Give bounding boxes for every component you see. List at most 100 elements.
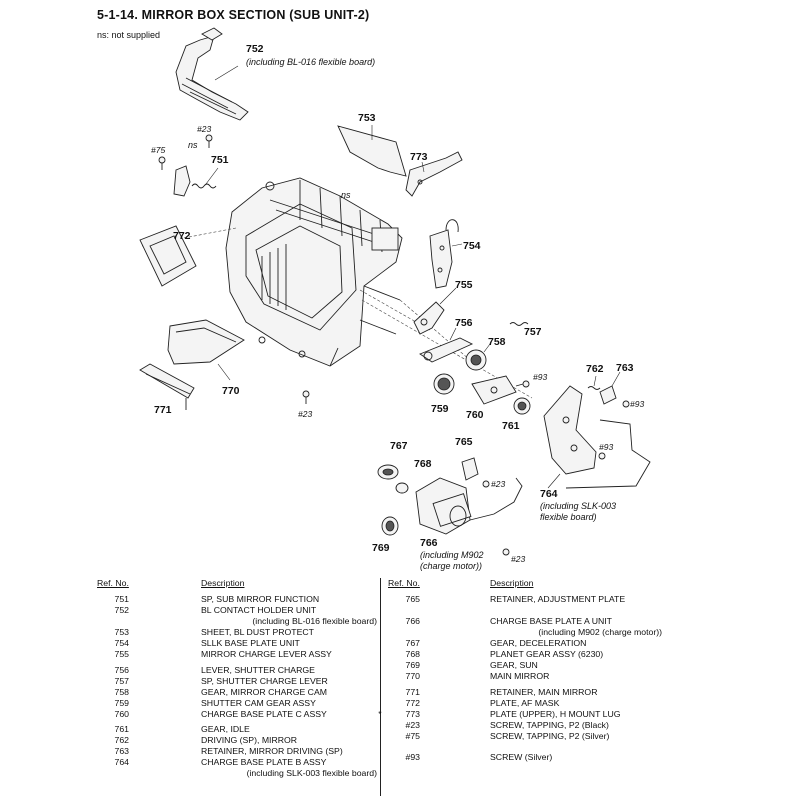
part-765-adjustment-retainer	[461, 457, 479, 481]
ns-label: ns	[341, 190, 351, 200]
part-description: PLATE, AF MASK	[490, 698, 560, 708]
table-separator	[380, 578, 381, 796]
callout-768: 768	[414, 458, 432, 470]
dash-772	[141, 227, 237, 247]
part-description: RETAINER, MAIN MIRROR	[490, 687, 598, 697]
ref-number: #75	[405, 731, 421, 741]
part-ns-bracket	[173, 165, 191, 197]
part-description: BL CONTACT HOLDER UNIT	[201, 605, 317, 615]
part-761-idle-gear	[513, 397, 531, 415]
callout-756: 756	[455, 317, 473, 329]
part-description: MIRROR CHARGE LEVER ASSY	[201, 649, 332, 659]
part-description: PLANET GEAR ASSY (6230)	[490, 649, 604, 659]
part-760-base-plate-c	[471, 375, 517, 405]
part-758-cam-gear	[465, 349, 487, 371]
ref-number: 752	[114, 605, 130, 615]
header-description: Description	[490, 578, 534, 588]
part-753-dust-sheet	[337, 125, 407, 177]
not-supplied-note: ns: not supplied	[97, 30, 161, 40]
callout-752-note: (including BL-016 flexible board)	[246, 57, 375, 67]
callout-766: 766	[420, 537, 438, 549]
part-description: SP, SHUTTER CHARGE LEVER	[201, 676, 328, 686]
callout-758: 758	[488, 336, 506, 348]
callout-755: 755	[455, 279, 473, 291]
screw-93-icon	[515, 380, 530, 388]
ref-number: 753	[114, 627, 130, 637]
callout-753: 753	[358, 112, 376, 124]
screw-23-icon	[302, 390, 310, 404]
leader-758	[483, 343, 491, 353]
ref-number: 767	[405, 638, 421, 648]
ref-number: 751	[114, 594, 130, 604]
leader-754	[451, 243, 463, 247]
ref-number: 755	[114, 649, 130, 659]
part-description: LEVER, SHUTTER CHARGE	[201, 665, 315, 675]
mirror-box-body	[225, 177, 403, 367]
screw-label-75: #75	[151, 145, 165, 155]
part-description: SHUTTER CAM GEAR ASSY	[201, 698, 316, 708]
ref-number: 770	[405, 671, 421, 681]
ref-number: #23	[405, 720, 421, 730]
leader-763	[611, 371, 621, 387]
callout-764-note-1: (including SLK-003	[540, 501, 616, 511]
part-description: GEAR, DECELERATION	[490, 638, 587, 648]
part-759-shutter-cam-gear	[433, 373, 455, 395]
part-description: CHARGE BASE PLATE A UNIT	[490, 616, 612, 626]
screw-label-23: #23	[298, 409, 312, 419]
part-description: GEAR, MIRROR CHARGE CAM	[201, 687, 327, 697]
callout-763: 763	[616, 362, 634, 374]
part-754-sllk-plate	[429, 219, 459, 289]
callout-773: 773	[410, 151, 428, 163]
part-773-upper-plate	[405, 151, 463, 197]
ref-number: #93	[405, 752, 421, 762]
screw-label-23: #23	[511, 554, 525, 564]
part-771-retainer	[139, 363, 195, 410]
screw-23-icon	[502, 548, 510, 556]
part-description: SCREW (Silver)	[490, 752, 553, 762]
callout-762: 762	[586, 363, 604, 375]
part-description: SP, SUB MIRROR FUNCTION	[201, 594, 320, 604]
part-description-note: (including SLK-003 flexible board)	[246, 768, 377, 778]
part-description: DRIVING (SP), MIRROR	[201, 735, 298, 745]
part-description: RETAINER, MIRROR DRIVING (SP)	[201, 746, 343, 756]
part-763-retainer	[599, 385, 617, 405]
leader-770	[217, 363, 231, 381]
dash-axis-2	[361, 299, 533, 399]
exploded-view-diagram: 752 (including BL-016 flexible board) 75…	[139, 27, 651, 571]
ns-label: ns	[188, 140, 198, 150]
callout-769: 769	[372, 542, 390, 554]
callout-761: 761	[502, 420, 520, 432]
part-756-shutter-lever	[419, 337, 474, 363]
ref-number: 758	[114, 687, 130, 697]
part-767-deceleration-gear	[377, 464, 399, 480]
callout-767: 767	[390, 440, 408, 452]
callout-771: 771	[154, 404, 172, 416]
callout-765: 765	[455, 436, 473, 448]
screw-23-icon	[482, 480, 490, 488]
screw-label-93: #93	[599, 442, 613, 452]
ref-number: 769	[405, 660, 421, 670]
part-766-base-plate-a	[415, 477, 523, 535]
ref-number: 760	[114, 709, 130, 719]
screw-label-23: #23	[197, 124, 211, 134]
part-755-charge-lever	[413, 301, 445, 335]
part-description: CHARGE BASE PLATE B ASSY	[201, 757, 327, 767]
ref-number: 768	[405, 649, 421, 659]
header-description: Description	[201, 578, 245, 588]
ref-number: 766	[405, 616, 421, 626]
part-description: CHARGE BASE PLATE C ASSY	[201, 709, 327, 719]
screw-label-93: #93	[533, 372, 547, 382]
part-769-sun-gear	[381, 516, 399, 536]
page-title: 5-1-14. MIRROR BOX SECTION (SUB UNIT-2)	[97, 8, 370, 22]
callout-764-note-2: flexible board)	[540, 512, 597, 522]
ref-number: 763	[114, 746, 130, 756]
screw-label-23: #23	[491, 479, 505, 489]
callout-754: 754	[463, 240, 481, 252]
ref-number: 756	[114, 665, 130, 675]
screw-label-93: #93	[630, 399, 644, 409]
part-description: MAIN MIRROR	[490, 671, 550, 681]
part-description: SCREW, TAPPING, P2 (Black)	[490, 720, 609, 730]
screw-75-icon	[158, 156, 166, 170]
ref-number: 759	[114, 698, 130, 708]
part-description: GEAR, SUN	[490, 660, 538, 670]
